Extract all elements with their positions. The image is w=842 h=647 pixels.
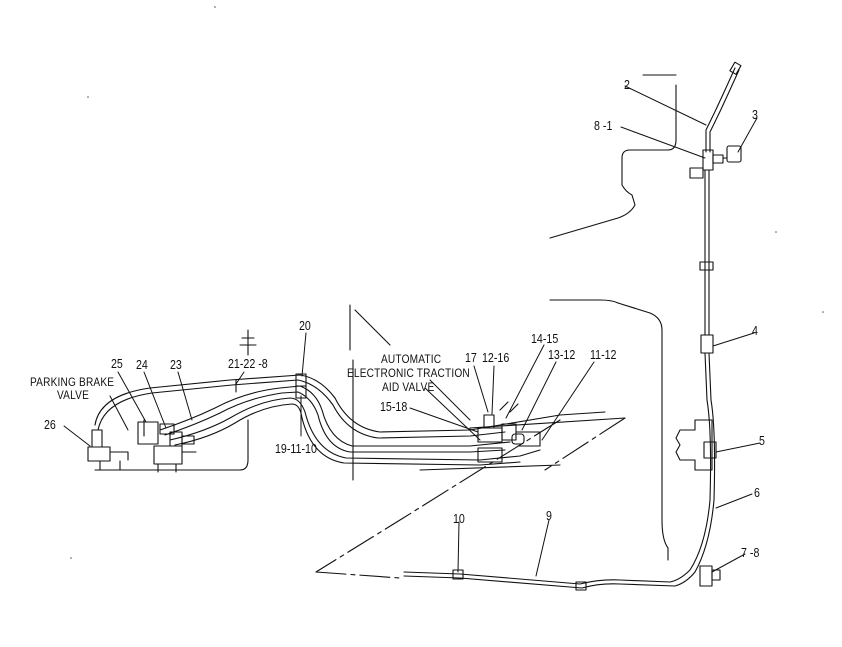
traction-valve-group xyxy=(478,402,540,462)
label-part-8-1: 8 -1 xyxy=(594,118,613,133)
label-part-6: 6 xyxy=(754,485,760,500)
label-part-19-11-10: 19-11-10 xyxy=(275,441,317,456)
label-part-4: 4 xyxy=(752,323,758,338)
label-part-24: 24 xyxy=(136,357,148,372)
label-part-7-8: 7 -8 xyxy=(741,545,760,560)
label-part-12-16: 12-16 xyxy=(482,350,510,365)
traction-valve-label-line2: ELECTRONIC TRACTION xyxy=(347,368,470,380)
label-part-25: 25 xyxy=(111,356,123,371)
label-part-21-22-8: 21-22 -8 xyxy=(228,356,268,371)
label-part-20: 20 xyxy=(299,318,311,333)
traction-valve-label-line3: AID VALVE xyxy=(382,382,435,394)
label-part-23: 23 xyxy=(170,357,182,372)
label-part-5: 5 xyxy=(759,433,765,448)
frame-outline xyxy=(95,75,712,578)
label-part-17: 17 xyxy=(465,350,477,365)
label-part-13-12: 13-12 xyxy=(548,347,576,362)
parking-brake-valve-label-line1: PARKING BRAKE xyxy=(30,377,115,389)
label-part-11-12: 11-12 xyxy=(590,347,617,362)
scan-dots xyxy=(70,6,824,559)
main-hose-line xyxy=(404,62,741,590)
leader-lines xyxy=(64,86,760,576)
traction-valve-label-line1: AUTOMATIC xyxy=(381,354,442,366)
label-part-26: 26 xyxy=(44,417,56,432)
parking-brake-valve-label-line2: VALVE xyxy=(57,390,90,402)
label-part-14-15: 14-15 xyxy=(531,331,559,346)
label-part-15-18: 15-18 xyxy=(380,399,408,414)
brake-tube-bundle xyxy=(95,374,605,465)
parking-brake-valve-group xyxy=(88,420,196,472)
label-part-9: 9 xyxy=(546,508,552,523)
label-part-10: 10 xyxy=(453,511,465,526)
label-part-2: 2 xyxy=(624,77,630,92)
label-part-3: 3 xyxy=(752,107,758,122)
